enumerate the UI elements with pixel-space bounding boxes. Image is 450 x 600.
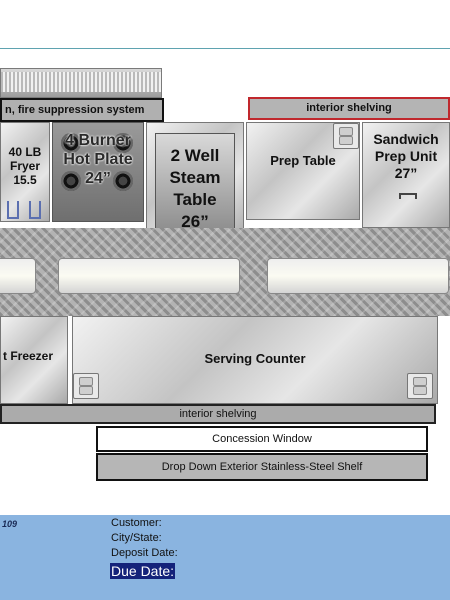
- outlet-icon: [407, 373, 433, 399]
- steam-table: 2 Well Steam Table 26”: [146, 122, 244, 242]
- concession-window: Concession Window: [96, 426, 428, 452]
- steam-table-well: [155, 133, 235, 231]
- hot-plate: 4 Burner Hot Plate 24”: [52, 122, 144, 222]
- fryer-label: 40 LB Fryer 15.5: [8, 145, 42, 187]
- handle-icon: [399, 193, 417, 199]
- steam-table-label: 2 Well Steam Table 26”: [169, 146, 221, 231]
- burner-icon: [61, 133, 81, 153]
- serving-counter: Serving Counter: [72, 316, 438, 404]
- city-state-field-label: City/State:: [111, 532, 162, 544]
- ceiling-light: [58, 258, 240, 294]
- fryer: 40 LB Fryer 15.5: [0, 122, 50, 222]
- order-info-footer: 109 Customer: City/State: Deposit Date: …: [0, 515, 450, 600]
- sandwich-prep-label: Sandwich Prep Unit 27”: [373, 131, 439, 181]
- due-date-field-label: Due Date:: [110, 563, 176, 579]
- fryer-basket-handle: [7, 201, 19, 219]
- interior-shelving-bottom: interior shelving: [0, 404, 436, 424]
- outlet-icon: [73, 373, 99, 399]
- freezer: t Freezer: [0, 316, 99, 404]
- page-number: 109: [2, 519, 18, 529]
- serving-counter-label: Serving Counter: [204, 351, 306, 366]
- customer-field-label: Customer:: [111, 517, 162, 529]
- hood-filter-fins: [1, 72, 161, 92]
- diamond-plate-floor: [0, 228, 450, 316]
- fryer-basket-handle: [29, 201, 41, 219]
- burner-icon: [113, 171, 133, 191]
- hot-plate-label: 4 Burner Hot Plate 24”: [63, 132, 133, 187]
- burner-icon: [113, 133, 133, 153]
- ceiling-light: [267, 258, 449, 294]
- hood-label: n, fire suppression system: [0, 98, 164, 122]
- prep-table-label: Prep Table: [270, 153, 336, 168]
- freezer-label: t Freezer: [3, 349, 54, 363]
- burner-icon: [61, 171, 81, 191]
- sandwich-prep-unit: Sandwich Prep Unit 27”: [362, 122, 450, 228]
- prep-table: Prep Table: [246, 122, 360, 220]
- interior-shelving-top: interior shelving: [248, 97, 450, 120]
- ceiling-light: [0, 258, 36, 294]
- exhaust-hood: [0, 68, 162, 98]
- deposit-date-field-label: Deposit Date:: [111, 547, 178, 559]
- drop-down-shelf: Drop Down Exterior Stainless-Steel Shelf: [96, 453, 428, 481]
- outlet-icon: [333, 123, 359, 149]
- top-divider-line: [0, 48, 450, 49]
